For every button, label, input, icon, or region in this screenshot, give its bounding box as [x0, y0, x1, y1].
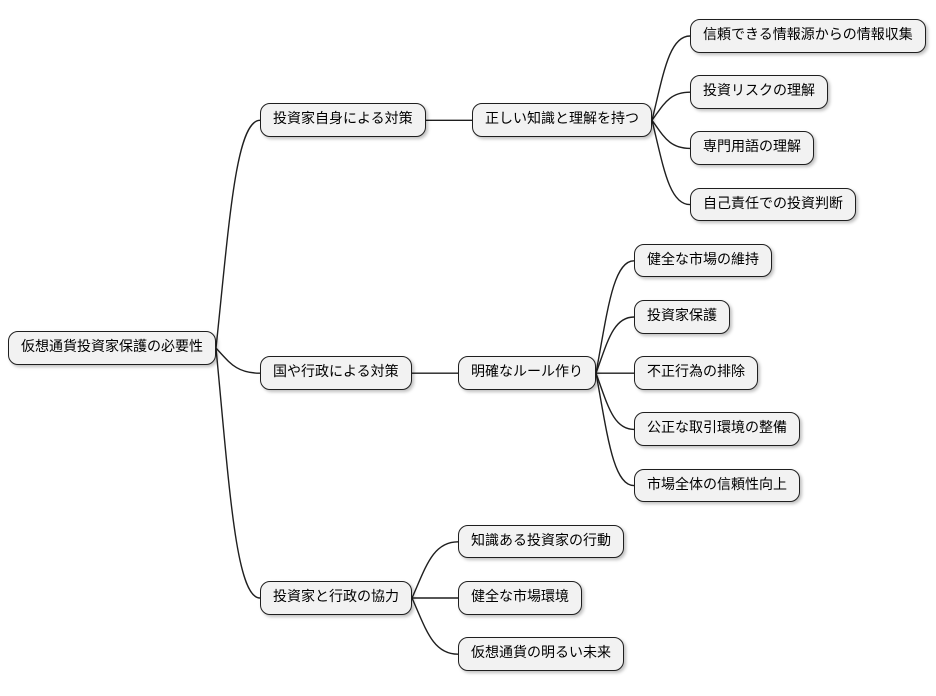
- mindmap-edge: [215, 119, 261, 349]
- mindmap-node: 国や行政による対策: [260, 356, 412, 390]
- mindmap-node: 市場全体の信頼性向上: [634, 468, 800, 503]
- mindmap-node: 投資家と行政の協力: [260, 581, 412, 615]
- mindmap-edge: [651, 119, 691, 150]
- mindmap-edge: [595, 372, 635, 431]
- mindmap-edge: [595, 373, 635, 487]
- mindmap-node: 信頼できる情報源からの情報収集: [690, 19, 926, 53]
- mindmap-edge: [651, 120, 691, 206]
- mindmap-node: 投資リスクの理解: [690, 75, 828, 109]
- mindmap-edge: [215, 348, 261, 599]
- mindmap-node: 不正行為の排除: [634, 356, 758, 390]
- mindmap-edge: [411, 541, 459, 599]
- mindmap-node: 正しい知識と理解を持つ: [472, 103, 652, 137]
- mindmap-root-node: 仮想通貨投資家保護の必要性: [8, 331, 216, 365]
- mindmap-node: 公正な取引環境の整備: [634, 412, 800, 446]
- mindmap-node: 知識ある投資家の行動: [458, 524, 624, 559]
- mindmap-node: 投資家自身による対策: [260, 103, 426, 137]
- mindmap-node: 健全な市場の維持: [634, 243, 772, 278]
- mindmap-node: 健全な市場環境: [458, 581, 582, 615]
- mindmap-edge: [595, 260, 635, 374]
- mindmap-node: 仮想通貨の明るい未来: [458, 637, 624, 671]
- mindmap-node: 投資家保護: [634, 300, 730, 334]
- mindmap-edge: [595, 316, 635, 374]
- mindmap-edge: [651, 91, 691, 121]
- mindmap-edge: [215, 347, 261, 374]
- mindmap-edge: [411, 597, 459, 655]
- mindmap-node: 専門用語の理解: [690, 131, 814, 165]
- mindmap-edge: [651, 35, 691, 121]
- mindmap-node: 自己責任での投資判断: [690, 187, 856, 222]
- mindmap-node: 明確なルール作り: [458, 356, 596, 390]
